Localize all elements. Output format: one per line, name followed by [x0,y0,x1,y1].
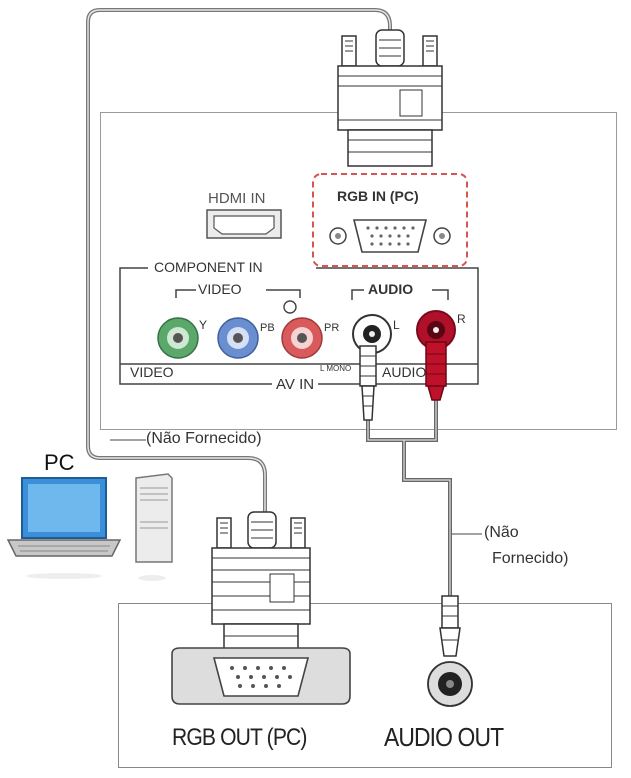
video-group-label: VIDEO [198,281,242,297]
vga-plug-top [337,29,443,167]
vga-plug-bottom [211,511,311,651]
indicator-circle [283,300,297,314]
rca-plug-red [425,341,447,401]
rca-plug-white [359,345,377,421]
pc-back-panel [118,603,612,768]
rgb-cable-note: (Não Fornecido) [146,430,262,447]
audio-cable-note-line1: (Não [484,524,519,541]
audio-group-label: AUDIO [368,281,414,297]
av-in-label: AV IN [272,376,319,393]
laptop-icon [6,477,122,579]
mono-label: L MONO [320,364,352,373]
audio-out-label: AUDIO OUT [384,722,504,752]
audio-out-jack [427,661,473,707]
jack-r-label: R [457,312,466,326]
rgb-in-label: RGB IN (PC) [337,188,419,204]
hdmi-in-label: HDMI IN [208,190,266,207]
component-in-label: COMPONENT IN [152,259,265,275]
bottom-audio-label: AUDIO [382,364,427,380]
jack-y-label: Y [199,318,208,332]
jack-l-label: L [393,318,400,332]
audio-cable-note-line2: Fornecido) [492,550,569,567]
desktop-tower-icon [135,473,173,581]
bottom-video-label: VIDEO [130,364,174,380]
audio-cable [366,400,452,596]
jack-pb-label: PB [260,322,275,334]
rgb-in-port [329,219,451,253]
rgb-out-label: RGB OUT (PC) [172,724,307,751]
jack-y [157,317,199,359]
jack-pr [281,317,323,359]
jack-pb [217,317,259,359]
pc-label: PC [44,450,75,475]
audio-minijack-plug [439,595,461,657]
rgb-out-port [171,647,351,705]
hdmi-port [206,209,282,239]
jack-pr-label: PR [324,322,340,334]
